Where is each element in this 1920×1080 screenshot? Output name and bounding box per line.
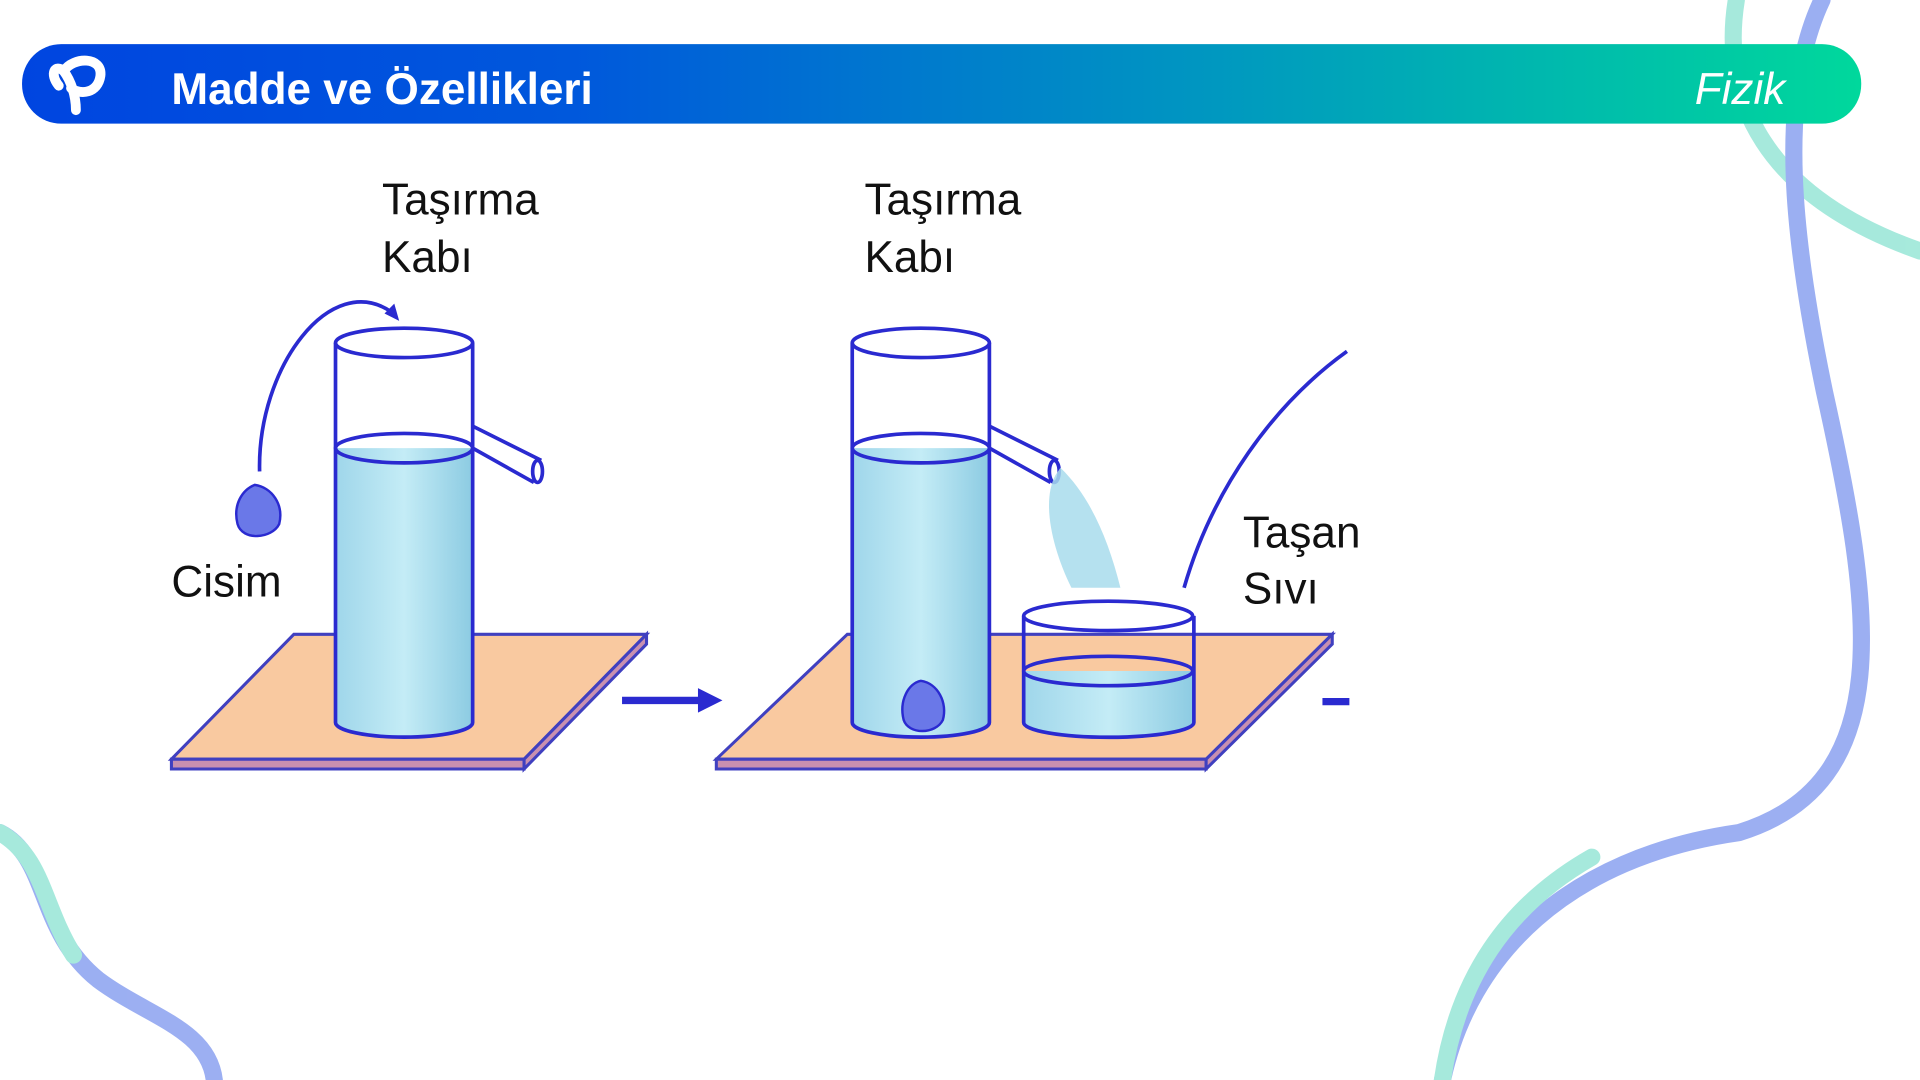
overflow-label-2: Sıvı — [1243, 565, 1319, 614]
object-label: Cisim — [171, 557, 281, 606]
left-container-label-2: Kabı — [382, 233, 473, 282]
subject-label: Fizik — [1695, 65, 1788, 114]
right-container-label-1: Taşırma — [864, 175, 1021, 224]
left-container-label-1: Taşırma — [382, 175, 539, 224]
submerged-stone — [901, 679, 946, 733]
p-logo-icon — [48, 55, 106, 116]
object-stone — [235, 483, 282, 538]
header-bar: Madde ve Özellikleri Fizik — [22, 44, 1862, 124]
overflow-stream — [1048, 467, 1121, 588]
right-container-label-2: Kabı — [864, 233, 955, 282]
page-title: Madde ve Özellikleri — [171, 65, 592, 114]
overflow-label-1: Taşan — [1243, 508, 1361, 557]
transition-arrow — [622, 688, 723, 713]
right-setup: Taşırma Kabı Taşan Sıvı — [712, 175, 1361, 773]
left-setup: Taşırma Kabı Cisim — [167, 175, 651, 773]
